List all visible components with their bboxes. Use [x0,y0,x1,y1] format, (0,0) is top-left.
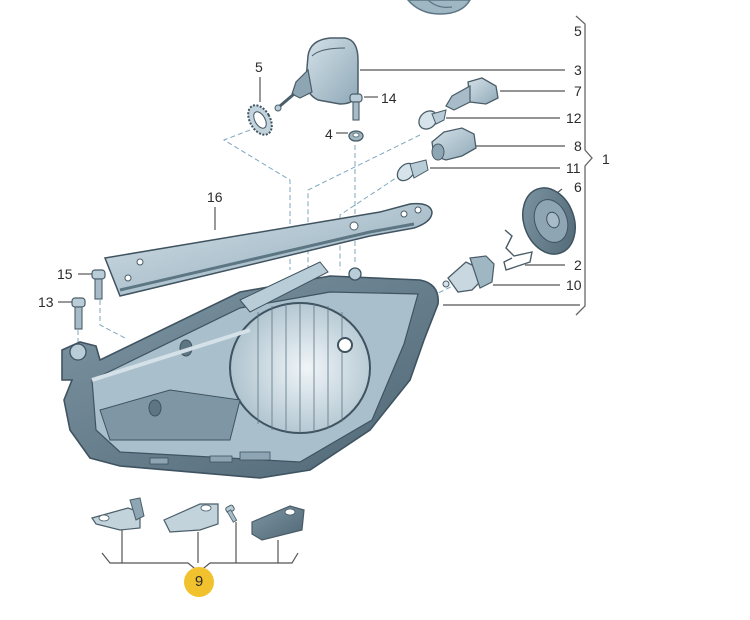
callout-14[interactable]: 14 [381,90,397,106]
wedge-bulb-12-part[interactable] [415,107,447,132]
callout-9-highlighted[interactable]: 9 [184,567,214,597]
wedge-bulb-11-part[interactable] [394,159,429,184]
callout-3[interactable]: 3 [574,62,582,78]
spring-clip-2-part[interactable] [503,229,533,271]
callout-2[interactable]: 2 [574,257,582,273]
headlight-housing-1-part[interactable] [61,261,439,479]
callout-5-top[interactable]: 5 [574,23,582,39]
group-bracket-1 [575,15,593,316]
nut-4-part[interactable] [348,130,364,142]
partial-part-top [407,0,471,15]
bulb-socket-7-part[interactable] [445,77,499,111]
bracket-set-9-part[interactable] [91,497,305,541]
cover-cap-6-part[interactable] [514,180,584,261]
range-motor-part[interactable] [274,37,359,112]
halogen-bulb-10-part[interactable] [442,255,495,293]
callout-5-washer[interactable]: 5 [255,59,263,75]
lock-washer-part[interactable] [243,101,276,139]
callout-7[interactable]: 7 [574,83,582,99]
callout-16[interactable]: 16 [207,189,223,205]
callout-1[interactable]: 1 [602,151,610,167]
callout-13[interactable]: 13 [38,294,54,310]
callout-10[interactable]: 10 [566,277,582,293]
callout-11[interactable]: 11 [566,160,581,176]
support-bracket-16-part[interactable] [103,202,433,297]
bolt-14-part[interactable] [349,93,363,121]
callout-8[interactable]: 8 [574,138,582,154]
callout-12[interactable]: 12 [566,110,582,126]
bolt-13-part[interactable] [71,297,86,330]
bulb-socket-8-part[interactable] [431,127,477,161]
callout-6[interactable]: 6 [574,179,582,195]
callout-15[interactable]: 15 [57,266,73,282]
bolt-15-part[interactable] [91,269,106,300]
callout-4[interactable]: 4 [325,126,333,142]
leader-lines [58,69,580,306]
